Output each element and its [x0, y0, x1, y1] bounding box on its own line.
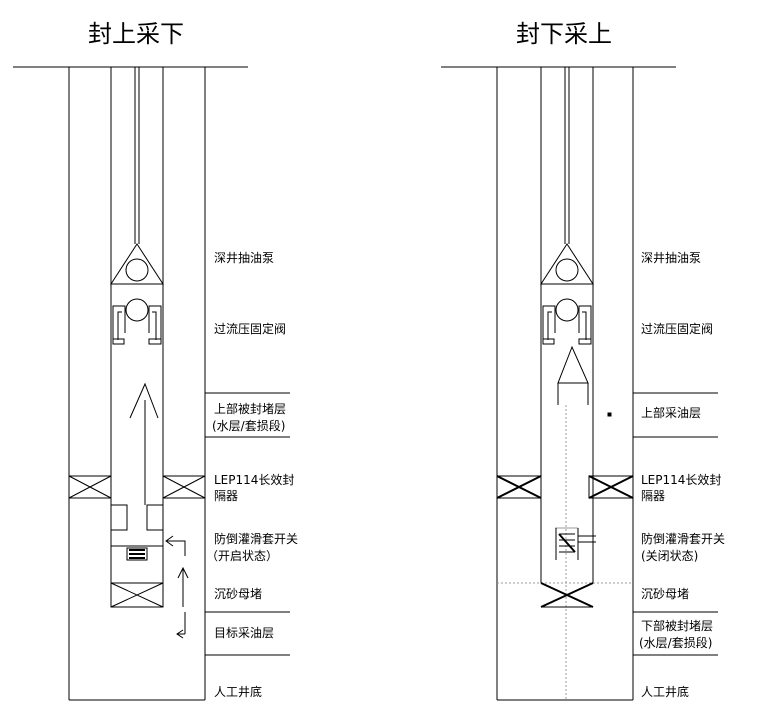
right-label-lower-layer-2: (水层/套损段) [639, 636, 713, 650]
right-check-triangle [557, 345, 589, 405]
right-label-pump: 深井抽油泵 [641, 251, 702, 265]
right-label-lower-layer-1: 下部被封堵层 [641, 619, 714, 633]
left-sliding-sleeve-switch [110, 504, 164, 607]
right-marker-dot [607, 412, 612, 417]
right-fixed-valve [542, 298, 592, 345]
right-well [441, 66, 718, 701]
left-packer [68, 475, 206, 499]
right-label-upper-layer: 上部采油层 [641, 406, 702, 420]
left-flow-arrow-up [129, 382, 159, 505]
left-inflow-arrow-1 [165, 535, 186, 556]
left-label-switch-2: （开启状态） [206, 549, 279, 563]
left-sand-plug [110, 582, 164, 608]
left-label-bottom: 人工井底 [214, 685, 263, 699]
left-fixed-valve [112, 298, 162, 345]
left-label-upper-layer-1: 上部被封堵层 [214, 402, 287, 416]
left-inflow-arrow-3 [176, 612, 186, 639]
right-deep-well-pump [540, 243, 594, 285]
right-sliding-sleeve-switch [555, 527, 596, 560]
right-label-packer-1: LEP114长效封 [641, 473, 722, 487]
left-label-upper-layer-2: (水层/套损段) [212, 419, 286, 433]
left-label-valve: 过流压固定阀 [214, 322, 287, 336]
right-label-bottom: 人工井底 [641, 685, 690, 699]
left-label-target-layer: 目标采油层 [214, 626, 275, 640]
right-label-sand-plug: 沉砂母堵 [641, 587, 690, 601]
right-label-valve: 过流压固定阀 [641, 322, 714, 336]
left-label-pump: 深井抽油泵 [214, 251, 275, 265]
left-title: 封上采下 [88, 20, 184, 48]
right-label-switch-2: (关闭状态) [641, 549, 699, 563]
right-packer [496, 475, 634, 499]
right-label-switch-1: 防倒灌滑套开关 [641, 532, 726, 546]
left-deep-well-pump [110, 243, 164, 285]
right-title: 封下采上 [516, 20, 612, 48]
left-label-packer-2: 隔器 [214, 489, 239, 503]
left-label-packer-1: LEP114长效封 [214, 473, 295, 487]
right-label-packer-2: 隔器 [641, 489, 666, 503]
left-label-switch-1: 防倒灌滑套开关 [214, 532, 299, 546]
left-inflow-arrow-2 [177, 566, 189, 607]
left-well [13, 66, 290, 701]
right-sand-plug [540, 582, 594, 608]
left-label-sand-plug: 沉砂母堵 [214, 587, 263, 601]
